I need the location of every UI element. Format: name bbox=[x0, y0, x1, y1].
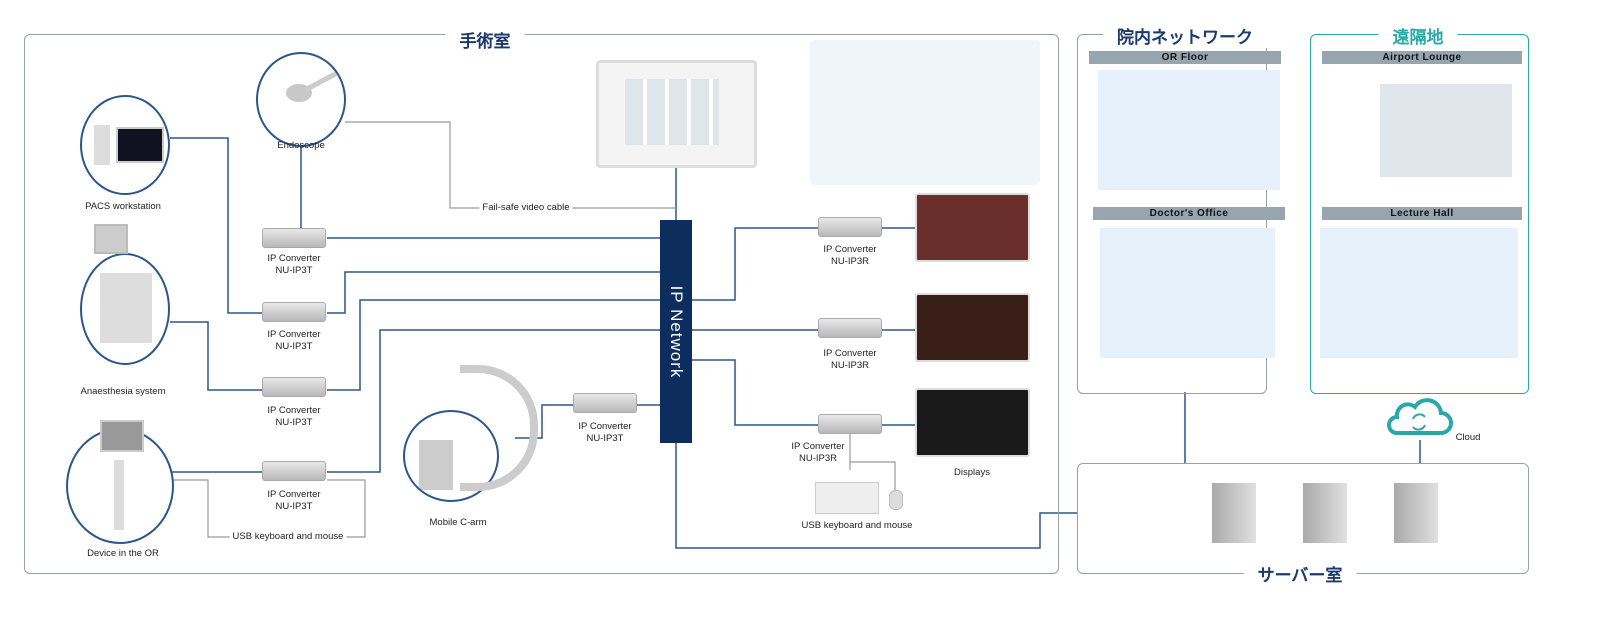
server-icon bbox=[1394, 483, 1438, 543]
display-3 bbox=[915, 388, 1030, 457]
device-or-label: Device in the OR bbox=[87, 548, 159, 560]
site-lecture-hall: Lecture Hall bbox=[1322, 207, 1522, 220]
ip-converter-t2 bbox=[262, 302, 326, 322]
line-mouse bbox=[850, 461, 896, 490]
device-or-monitor bbox=[100, 420, 144, 452]
line-conv3 bbox=[327, 299, 660, 391]
site-doctors-office: Doctor's Office bbox=[1093, 207, 1285, 220]
server-icon bbox=[1212, 483, 1256, 543]
pacs-label: PACS workstation bbox=[85, 201, 161, 213]
site-or-floor: OR Floor bbox=[1089, 51, 1281, 64]
usb-left-label: USB keyboard and mouse bbox=[229, 531, 347, 543]
cloud-icon bbox=[1385, 397, 1453, 437]
airport-lounge-image bbox=[1380, 84, 1512, 177]
endoscope-image bbox=[256, 52, 346, 147]
pacs-workstation-image bbox=[80, 95, 170, 195]
carm-label: Mobile C-arm bbox=[429, 517, 487, 529]
ip-converter-r1 bbox=[818, 217, 882, 237]
cloud-label: Cloud bbox=[1455, 432, 1481, 443]
display-2 bbox=[915, 293, 1030, 362]
mouse-icon bbox=[889, 490, 903, 510]
display-1 bbox=[915, 193, 1030, 262]
management-monitor bbox=[596, 60, 757, 168]
anaesthesia-label: Anaesthesia system bbox=[80, 386, 166, 398]
zone-hospital-title: 院内ネットワーク bbox=[1103, 23, 1267, 48]
ip-network-bar: IP Network bbox=[660, 220, 692, 443]
zone-server-title: サーバー室 bbox=[1243, 561, 1357, 586]
ip-converter-r3 bbox=[818, 414, 882, 434]
carm-arc bbox=[460, 365, 538, 491]
endoscope-label: Endoscope bbox=[277, 140, 325, 151]
server-icon bbox=[1303, 483, 1347, 543]
failsafe-cable-label: Fail-safe video cable bbox=[479, 202, 573, 214]
ip-converter-t5 bbox=[573, 393, 637, 413]
line-pacs bbox=[170, 137, 262, 314]
ip-converter-r2 bbox=[818, 318, 882, 338]
site-airport-lounge: Airport Lounge bbox=[1322, 51, 1522, 64]
zone-or bbox=[24, 34, 1059, 574]
lecture-hall-image bbox=[1320, 228, 1518, 358]
doctors-office-image bbox=[1100, 228, 1275, 358]
operating-room-scene bbox=[810, 40, 1040, 185]
keyboard-icon bbox=[815, 482, 879, 514]
line-conv2 bbox=[327, 271, 660, 314]
anaesthesia-image bbox=[80, 253, 170, 365]
displays-label: Displays bbox=[954, 467, 990, 479]
ip-converter-t4 bbox=[262, 461, 326, 481]
ip-converter-t3 bbox=[262, 377, 326, 397]
usb-right-label: USB keyboard and mouse bbox=[801, 520, 913, 532]
zone-remote-title: 遠隔地 bbox=[1378, 23, 1458, 48]
line-conv4 bbox=[327, 329, 660, 473]
zone-or-title: 手術室 bbox=[445, 27, 525, 52]
ip-converter-t1 bbox=[262, 228, 326, 248]
or-floor-image bbox=[1098, 70, 1280, 190]
anaesthesia-monitor bbox=[94, 224, 128, 254]
line-server bbox=[675, 443, 1077, 549]
line-anaesthesia bbox=[170, 321, 262, 391]
